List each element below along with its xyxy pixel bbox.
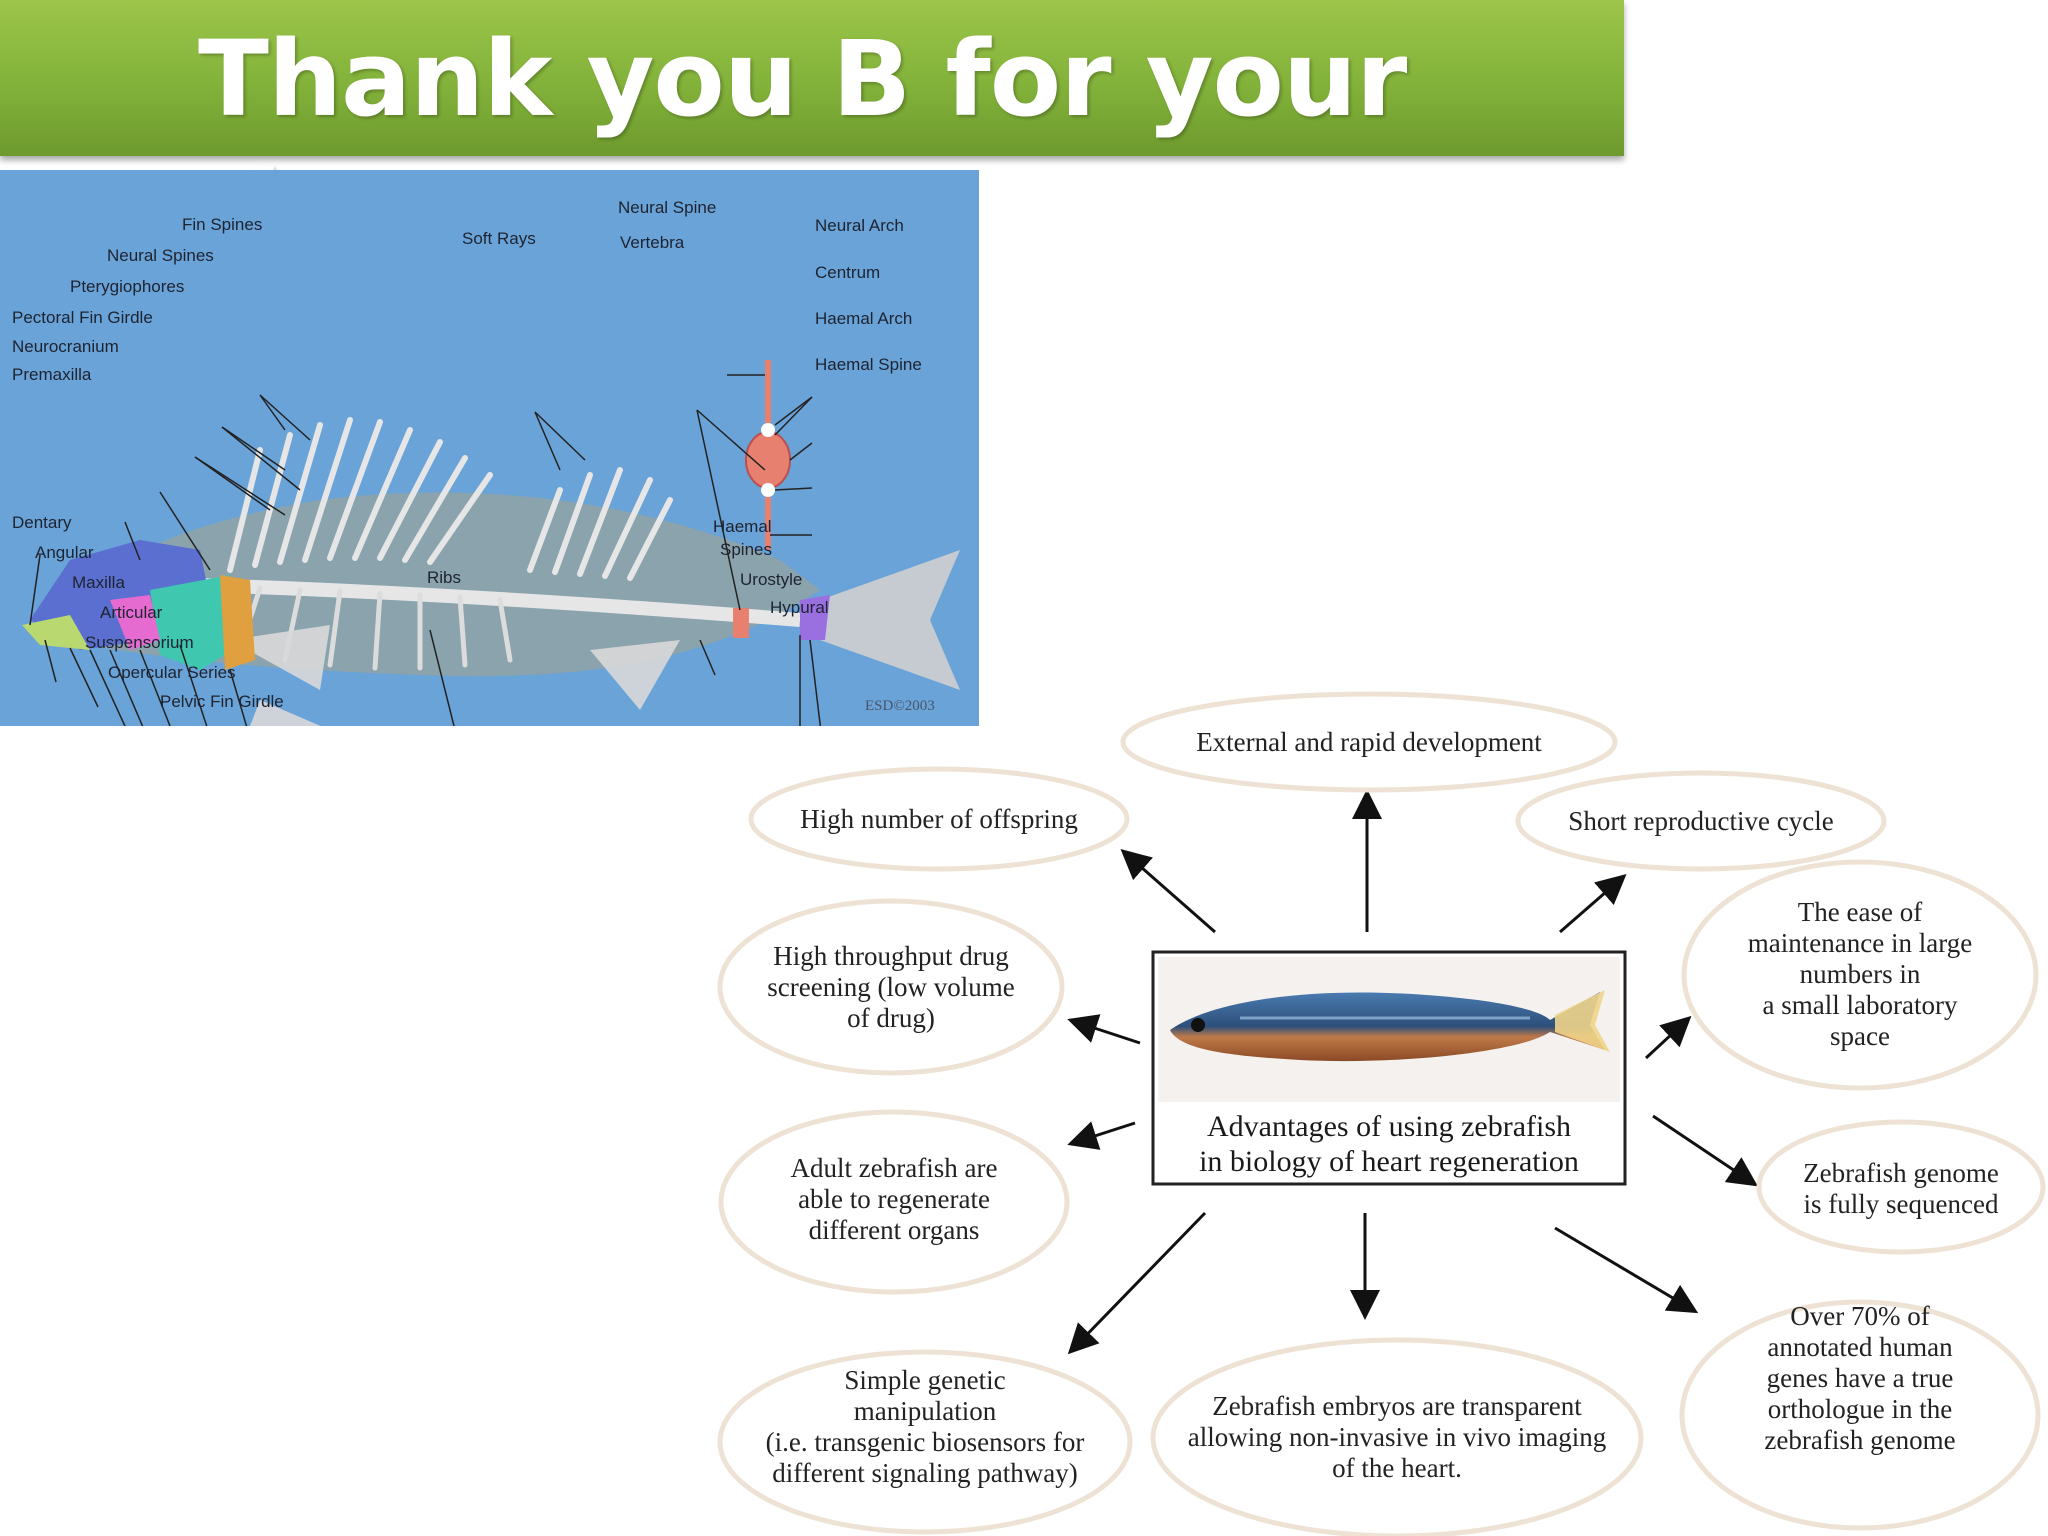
anal-fin [590, 640, 680, 710]
advantage-text-line: Zebrafish genome [1803, 1158, 1999, 1188]
advantage-text-line: genes have a true [1767, 1363, 1954, 1393]
label-hypural: Hypural [770, 598, 829, 617]
arrow-up-right [1559, 874, 1627, 934]
vertebral-column [199, 578, 801, 627]
advantage-text-line: a small laboratory [1763, 990, 1958, 1020]
label-neural-spine: Neural Spine [618, 198, 716, 217]
advantage-text-line: zebrafish genome [1764, 1425, 1955, 1455]
label-ribs: Ribs [427, 568, 461, 587]
label-pterygiophores: Pterygiophores [70, 277, 184, 296]
advantage-text-line: space [1830, 1021, 1890, 1051]
center-title-line2: in biology of heart regeneration [1199, 1145, 1579, 1178]
advantage-text-line: Short reproductive cycle [1568, 806, 1833, 836]
advantage-regenerate: Adult zebrafish are able to regenerate d… [718, 1109, 1070, 1295]
advantage-text-line: Zebrafish embryos are transparent [1212, 1391, 1582, 1421]
label-fin-spines: Fin Spines [182, 215, 262, 234]
advantage-text-line: maintenance in large [1748, 928, 1972, 958]
label-dentary: Dentary [12, 513, 72, 532]
label-angular: Angular [35, 543, 94, 562]
advantage-text-line: allowing non-invasive in vivo imaging [1188, 1422, 1606, 1452]
arrow-left-down [1067, 1121, 1136, 1150]
label-opercular-series: Opercular Series [108, 663, 236, 682]
label-haemal-arch: Haemal Arch [815, 309, 912, 328]
advantage-text-line: Adult zebrafish are [791, 1153, 998, 1183]
advantage-text-line: annotated human [1767, 1332, 1953, 1362]
arrow-down-left [1067, 1211, 1207, 1355]
label-neural-arch: Neural Arch [815, 216, 904, 235]
advantage-text-line: able to regenerate [798, 1184, 990, 1214]
label-articular: Articular [100, 603, 163, 622]
label-premaxilla: Premaxilla [12, 365, 92, 384]
label-urostyle: Urostyle [740, 570, 802, 589]
advantage-text-line: The ease of [1798, 897, 1922, 927]
advantage-text-line: of drug) [847, 1003, 935, 1033]
arrow-down-right [1554, 1226, 1699, 1314]
advantage-text-line: different signaling pathway) [772, 1458, 1077, 1488]
advantages-diagram-svg: Advantages of using zebrafish in biology… [717, 691, 2046, 1536]
label-pelvic-fin-girdle: Pelvic Fin Girdle [160, 692, 284, 711]
advantage-reproductive-cycle: Short reproductive cycle [1515, 770, 1887, 872]
arrow-up-left [1120, 849, 1216, 934]
advantage-external-development: External and rapid development [1120, 691, 1618, 793]
advantage-text-line: (i.e. transgenic biosensors for [766, 1427, 1085, 1457]
advantage-transparent-embryos: Zebrafish embryos are transparent allowi… [1150, 1337, 1644, 1536]
advantage-text-line: of the heart. [1332, 1453, 1462, 1483]
label-vertebra: Vertebra [620, 233, 685, 252]
label-neurocranium: Neurocranium [12, 337, 119, 356]
fish-skeleton-figure: Fin Spines Neural Spines Pterygiophores … [0, 170, 979, 726]
fish-skeleton-illustration: Fin Spines Neural Spines Pterygiophores … [12, 198, 960, 726]
label-centrum: Centrum [815, 263, 880, 282]
diagram-arrows [1067, 789, 1758, 1355]
advantage-text-line: orthologue in the [1768, 1394, 1952, 1424]
arrow-left [1067, 1014, 1141, 1045]
label-soft-rays: Soft Rays [462, 229, 536, 248]
label-pectoral-fin-girdle: Pectoral Fin Girdle [12, 308, 153, 327]
label-haemal-spines-line1: Haemal [713, 517, 772, 536]
skull-jaw [22, 615, 90, 650]
advantage-text-line: is fully sequenced [1804, 1189, 1999, 1219]
zebrafish-photo [1170, 990, 1610, 1062]
arrow-right-down [1652, 1114, 1758, 1187]
zebrafish-advantages-diagram: Advantages of using zebrafish in biology… [700, 680, 2048, 1536]
advantage-text-line: screening (low volume [767, 972, 1014, 1002]
advantage-orthologue: Over 70% of annotated human genes have a… [1679, 1299, 2041, 1531]
skull-girdle [220, 575, 255, 670]
advantage-genome-sequenced: Zebrafish genome is fully sequenced [1756, 1119, 2046, 1255]
label-haemal-spine: Haemal Spine [815, 355, 922, 374]
label-suspensorium: Suspensorium [85, 633, 194, 652]
title-banner: Thank you B for your time [0, 0, 1624, 270]
pectoral-fin [230, 625, 330, 690]
caudal-fin [820, 550, 960, 690]
advantage-text-line: manipulation [854, 1396, 997, 1426]
dorsal-fin-rays [227, 417, 673, 581]
label-haemal-spines-line2: Spines [720, 540, 772, 559]
hypural-highlight [800, 595, 830, 640]
label-neural-spines: Neural Spines [107, 246, 214, 265]
vertebra-inset [745, 360, 791, 550]
pelvic-fin [250, 700, 321, 726]
arrow-right-up [1644, 1015, 1692, 1060]
advantage-text-line: High number of offspring [800, 804, 1078, 834]
advantage-maintenance: The ease of maintenance in large numbers… [1681, 859, 2039, 1091]
advantage-offspring: High number of offspring [748, 766, 1130, 872]
advantage-text-line: different organs [809, 1215, 980, 1245]
center-title-line1: Advantages of using zebrafish [1207, 1110, 1571, 1143]
advantage-text-line: High throughput drug [773, 941, 1009, 971]
vertebra-highlight [733, 608, 749, 638]
center-box: Advantages of using zebrafish in biology… [1151, 950, 1627, 1186]
advantage-text-line: Simple genetic [844, 1365, 1005, 1395]
advantage-text-line: External and rapid development [1196, 727, 1542, 757]
advantage-text-line: Over 70% of [1790, 1301, 1929, 1331]
advantage-text-line: numbers in [1800, 959, 1921, 989]
advantage-drug-screening: High throughput drug screening (low volu… [717, 898, 1065, 1076]
leader-lines [29, 374, 822, 726]
advantage-genetic-manipulation: Simple genetic manipulation (i.e. transg… [717, 1349, 1133, 1535]
label-maxilla: Maxilla [72, 573, 125, 592]
skull-suspensorium [110, 595, 160, 650]
figure-credit: ESD©2003 [865, 698, 935, 714]
